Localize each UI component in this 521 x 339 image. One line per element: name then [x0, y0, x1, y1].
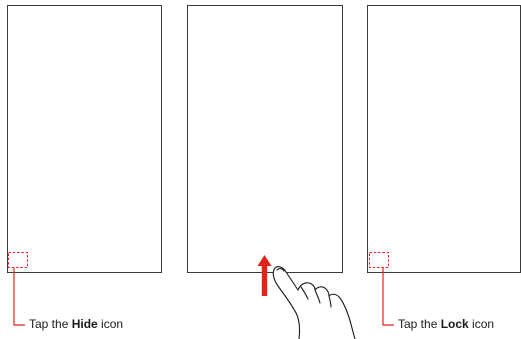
caption-prefix: Tap the: [29, 317, 72, 331]
caption-keyword-lock: Lock: [441, 317, 469, 331]
caption-tap-lock-icon: Tap the Lock icon: [398, 317, 494, 331]
hide-callout-line: [14, 268, 25, 325]
caption-suffix: icon: [469, 317, 494, 331]
lock-icon-marker: [370, 253, 389, 268]
hand-pointer-icon: [273, 267, 355, 339]
caption-suffix: icon: [98, 317, 123, 331]
caption-tap-hide-icon: Tap the Hide icon: [29, 317, 123, 331]
swipe-up-arrow-icon: [258, 255, 272, 296]
caption-prefix: Tap the: [398, 317, 441, 331]
lock-callout-line: [383, 268, 394, 325]
caption-keyword-hide: Hide: [72, 317, 98, 331]
hide-icon-marker: [9, 253, 28, 268]
